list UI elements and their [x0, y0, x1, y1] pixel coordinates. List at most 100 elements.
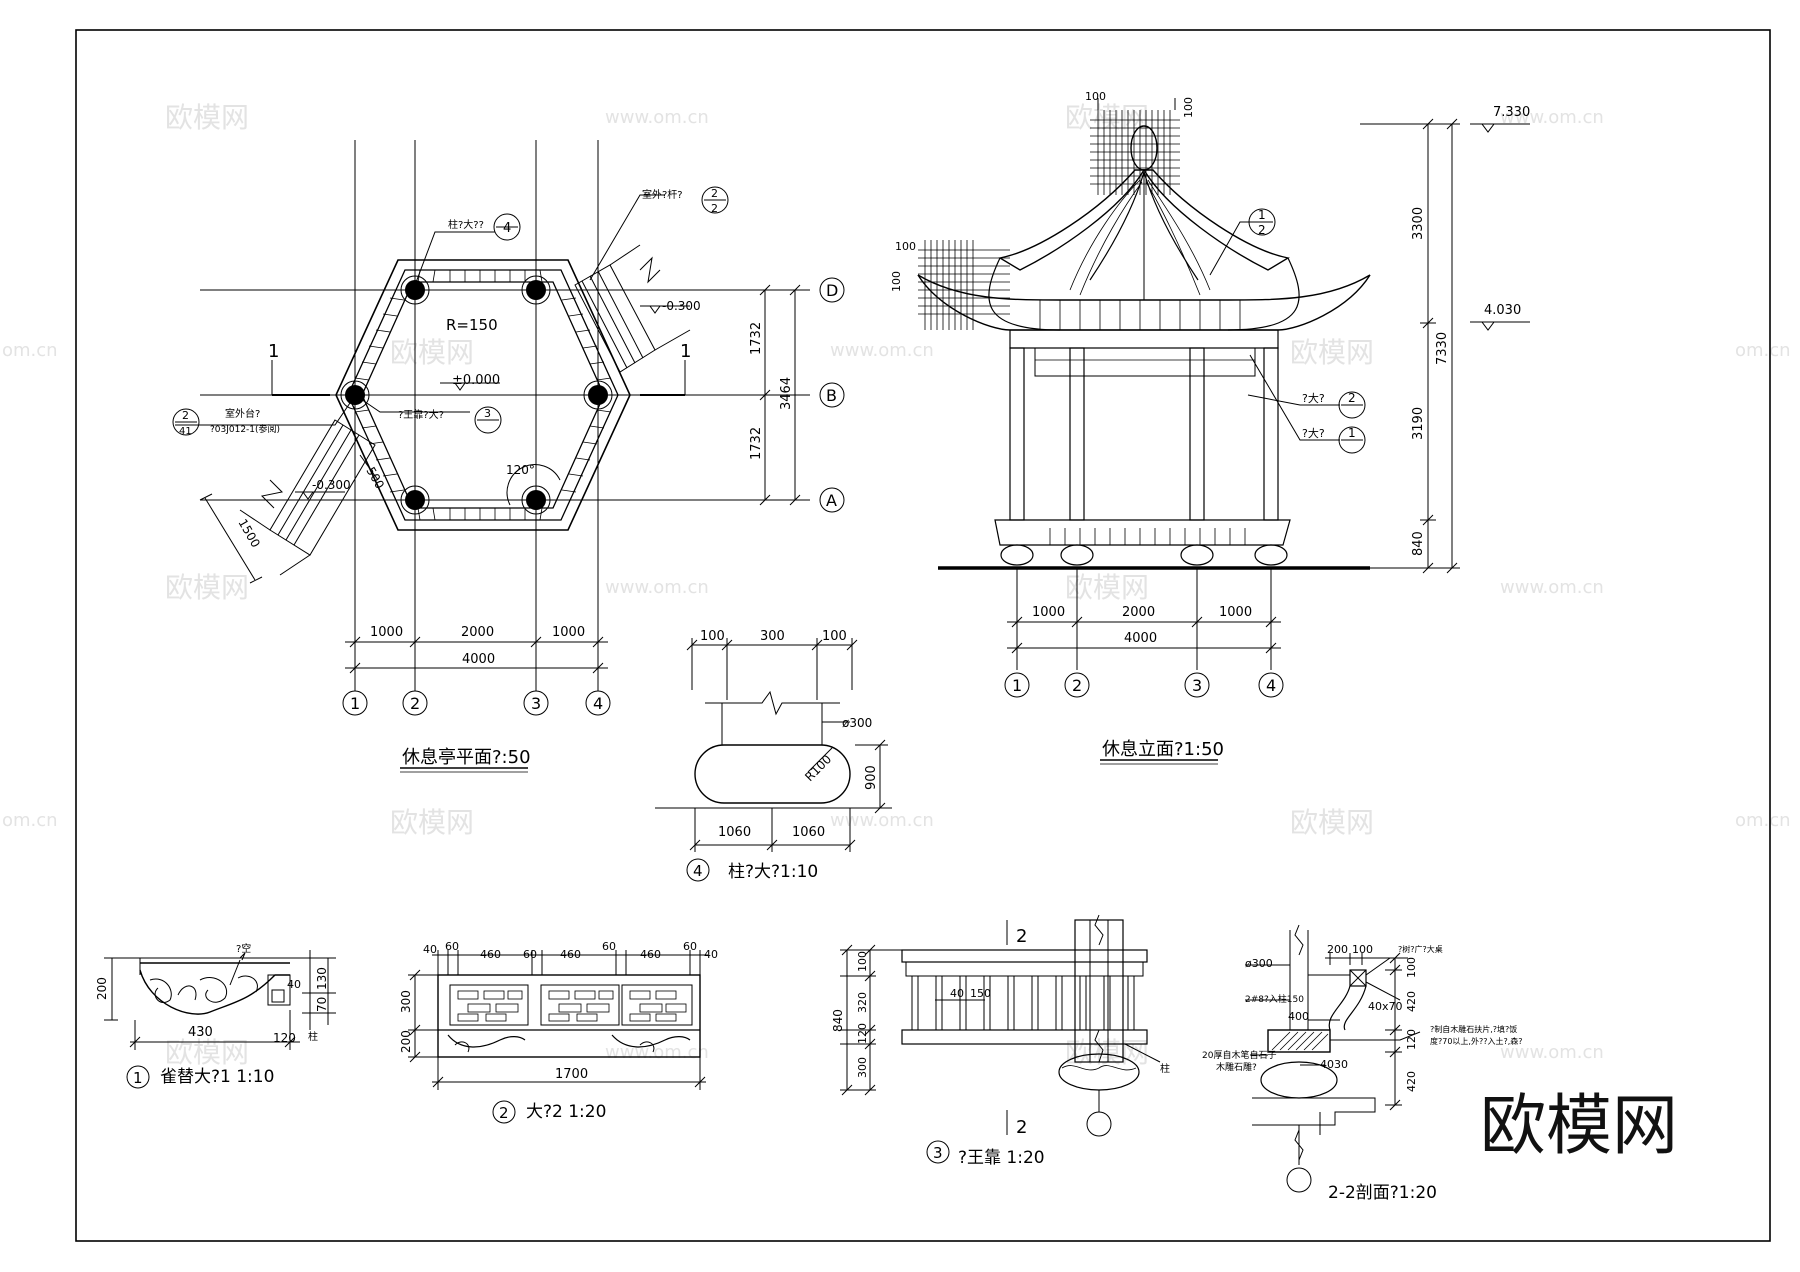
- brand-logo: 欧模网: [1480, 1087, 1678, 1164]
- elev-ref2: 1: [1348, 426, 1356, 440]
- detail3-left-dim: 300: [856, 1057, 869, 1078]
- sec22-diameter: ø300: [1245, 957, 1273, 970]
- detail3-labels: 2 2 100 320 120 300 840 40 150 柱 3 ?王靠 1…: [831, 926, 1170, 1168]
- plan-dim-bottom: 1000: [370, 625, 403, 640]
- detail3-section-mark: 2: [1016, 1117, 1027, 1138]
- coldet-radius: R100: [802, 752, 834, 784]
- sheet-border: [75, 29, 1771, 1242]
- section-2-2: [1245, 924, 1421, 1193]
- detail1-label-top: ?空: [236, 942, 251, 955]
- plan-axis-D: D: [826, 281, 838, 300]
- detail2-panel: [408, 950, 708, 1124]
- elev-ref1-label: ?大?: [1302, 391, 1325, 405]
- plan-view: [172, 140, 845, 773]
- sec22-label6: 木雕石雕?: [1216, 1061, 1257, 1073]
- elev-axis-4: 4: [1266, 676, 1276, 695]
- coldet-top-dim: 100: [700, 629, 725, 644]
- plan-outer-rail-label: 室外?杆?: [642, 188, 683, 201]
- sec22-label1: ?树?广?大桌: [1398, 944, 1443, 954]
- detail3-number: 3: [933, 1144, 943, 1162]
- plan-axis-2: 2: [410, 694, 420, 713]
- elev-level-top: 7.330: [1493, 105, 1530, 120]
- detail3-left-dim: 100: [856, 951, 869, 972]
- coldet-bottom-dim: 1060: [792, 825, 825, 840]
- plan-stair-label: 室外台?: [225, 407, 260, 420]
- sec22-dim-400: 400: [1288, 1010, 1309, 1023]
- watermark-url: www.om.cn: [605, 107, 709, 128]
- sec22-right-dim: 120: [1405, 1029, 1418, 1050]
- sec22-label2: 2#8?入柱150: [1245, 993, 1304, 1005]
- detail3-total-height: 840: [831, 1009, 845, 1032]
- plan-col-detail-label: 柱?大??: [448, 218, 484, 231]
- detail2-top-dim: 60: [523, 948, 537, 961]
- detail1-bracket: [104, 950, 336, 1089]
- elev-axis-1: 1: [1012, 676, 1022, 695]
- elev-vdim: 840: [1411, 531, 1426, 556]
- detail2-left-dim: 300: [399, 990, 413, 1013]
- detail2-top-dim: 460: [640, 948, 661, 961]
- watermark-url: www.om.cn: [1500, 107, 1604, 128]
- elev-vdim-total: 7330: [1435, 332, 1450, 365]
- watermark-url-edge: om.cn: [1735, 340, 1791, 361]
- detail1-labels: ?空 柱 200 130 70 40 430 120 1 雀替大?1 1:10: [95, 942, 329, 1087]
- coldet-top-dim: 300: [760, 629, 785, 644]
- detail3-left-dim: 120: [856, 1023, 869, 1044]
- coldet-number: 4: [693, 862, 703, 880]
- coldet-height: 900: [864, 765, 879, 790]
- sec22-right-dim: 420: [1405, 991, 1418, 1012]
- plan-axis-A: A: [826, 491, 837, 510]
- coldet-bottom-dim: 1060: [718, 825, 751, 840]
- plan-dim-500: 500: [363, 465, 387, 492]
- sec22-label3: ?制自木雕石扶片,?填?饭: [1430, 1024, 1517, 1034]
- watermark-brand: 欧模网: [1065, 571, 1149, 604]
- watermark-url-edge: om.cn: [1735, 810, 1791, 831]
- elevation-labels: 100 100 100 100 7.330 4.030 3300 3190 84…: [890, 90, 1530, 760]
- column-marker: [526, 280, 546, 300]
- plan-elev-step: -0.300: [662, 299, 701, 313]
- column-marker: [405, 490, 425, 510]
- coldet-diameter: ø300: [842, 716, 872, 730]
- detail1-dim: 130: [315, 967, 329, 990]
- plan-dim-1732-bottom: 1732: [749, 427, 764, 460]
- elev-ref1: 2: [1348, 391, 1356, 405]
- plan-outer-rail-sub: 2: [711, 202, 718, 215]
- watermark-url: www.om.cn: [605, 577, 709, 598]
- plan-outer-rail-ref: 2: [711, 187, 718, 200]
- elev-top-dim: 100: [1085, 90, 1106, 103]
- watermark-url-edge: om.cn: [2, 810, 58, 831]
- plan-dim-1500: 1500: [235, 517, 262, 550]
- column-detail: [655, 638, 892, 882]
- watermark-brand: 欧模网: [390, 336, 474, 369]
- detail2-labels: 40 60 460 60 460 60 460 60 40 300 200 17…: [399, 940, 718, 1122]
- elev-vdim: 3300: [1411, 207, 1426, 240]
- plan-axis-1: 1: [350, 694, 360, 713]
- elev-section-ref-bottom: 2: [1258, 223, 1266, 237]
- elev-dim-bottom: 2000: [1122, 605, 1155, 620]
- detail2-top-dim: 60: [602, 940, 616, 953]
- watermark-brand: 欧模网: [1065, 101, 1149, 134]
- detail1-dim: 430: [188, 1025, 213, 1040]
- detail3-title: ?王靠 1:20: [958, 1148, 1045, 1168]
- watermark-brand: 欧模网: [1290, 336, 1374, 369]
- detail2-width: 1700: [555, 1067, 588, 1082]
- detail2-number: 2: [499, 1104, 509, 1122]
- watermark-brand: 欧模网: [165, 571, 249, 604]
- plan-labels: R=150 ±0.000 -0.300 -0.300 柱?大?? 4 室外?杆?…: [179, 187, 838, 768]
- elev-section-ref-top: 1: [1258, 208, 1266, 222]
- section-2-2-labels: ø300 200 100 ?树?广?大桌 2#8?入柱150 400 40x70…: [1202, 943, 1523, 1203]
- sec22-right-dim: 420: [1405, 1071, 1418, 1092]
- plan-angle: 120°: [506, 463, 535, 477]
- plan-dim-bottom: 1000: [552, 625, 585, 640]
- column-marker: [588, 385, 608, 405]
- detail1-label-col: 柱: [308, 1030, 318, 1043]
- elev-vdim: 3190: [1411, 407, 1426, 440]
- column-marker: [526, 490, 546, 510]
- sec22-label5: 20厚自木笔自石子: [1202, 1049, 1276, 1061]
- section-2-2-title: 2-2剖面?1:20: [1328, 1183, 1437, 1203]
- sec22-dim-40x70: 40x70: [1368, 1000, 1403, 1013]
- watermark-url: www.om.cn: [605, 1042, 709, 1063]
- detail2-top-dim: 60: [683, 940, 697, 953]
- plan-dim-3464: 3464: [779, 377, 794, 410]
- detail2-top-dim: 40: [704, 948, 718, 961]
- elevation-view: [917, 98, 1530, 765]
